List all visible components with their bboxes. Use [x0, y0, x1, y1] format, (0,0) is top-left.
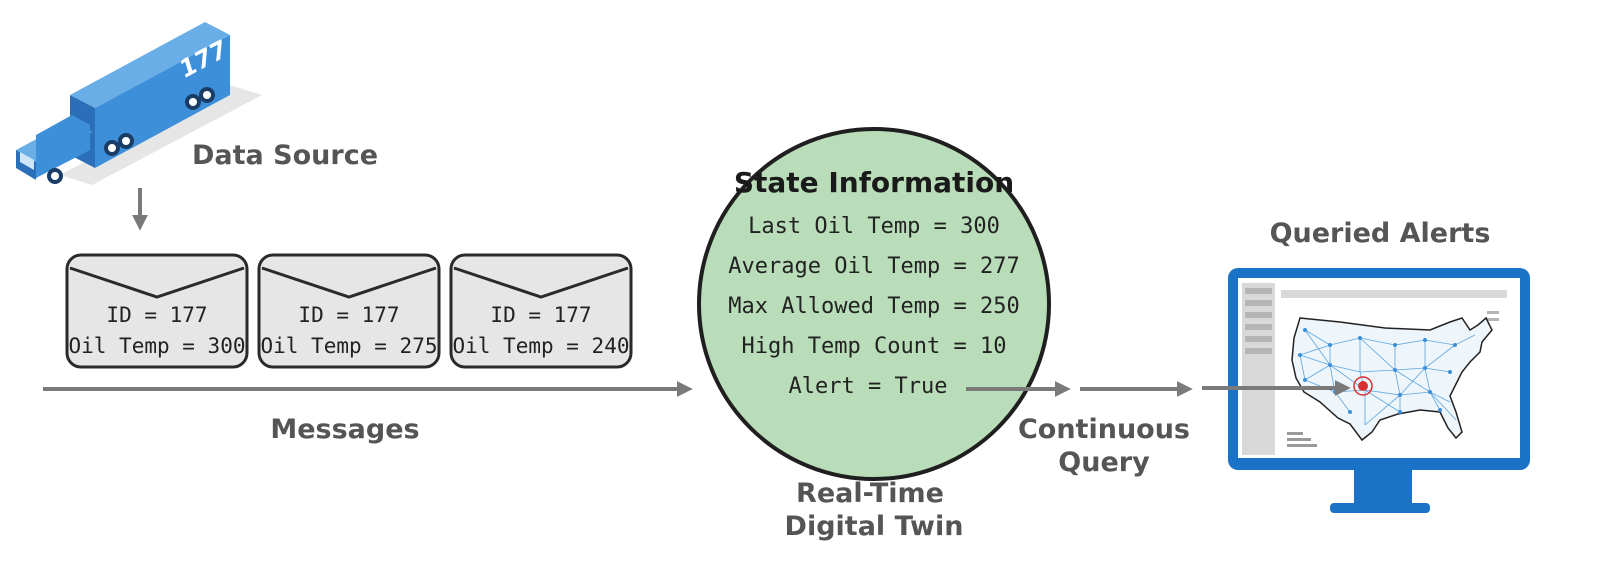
message-envelope: ID = 177 Oil Temp = 300: [65, 253, 249, 369]
message-oil-temp: Oil Temp = 300: [68, 334, 245, 358]
state-line: Last Oil Temp = 300: [748, 214, 1000, 239]
twin-caption-line2: Digital Twin: [785, 511, 964, 542]
truck-icon: 177: [16, 22, 262, 185]
message-envelope: ID = 177 Oil Temp = 275: [257, 253, 441, 369]
query-label-line1: Continuous: [1018, 414, 1190, 445]
monitor-icon: [1228, 268, 1530, 513]
message-oil-temp: Oil Temp = 275: [260, 334, 437, 358]
query-label-line2: Query: [1058, 447, 1150, 478]
message-id: ID = 177: [106, 303, 207, 327]
twin-caption-line1: Real-Time: [796, 478, 944, 509]
alert-marker-icon: [1353, 376, 1373, 396]
state-line: Max Allowed Temp = 250: [728, 294, 1019, 319]
state-line-alert: Alert = True: [789, 374, 948, 399]
state-line: High Temp Count = 10: [742, 334, 1007, 359]
data-source-label: Data Source: [192, 140, 378, 171]
message-id: ID = 177: [298, 303, 399, 327]
queried-alerts-label: Queried Alerts: [1270, 218, 1491, 249]
messages-label: Messages: [270, 414, 419, 445]
message-oil-temp: Oil Temp = 240: [452, 334, 629, 358]
message-id: ID = 177: [490, 303, 591, 327]
digital-twin-circle: [697, 127, 1051, 481]
state-line: Average Oil Temp = 277: [728, 254, 1019, 279]
state-info-title: State Information: [734, 166, 1014, 199]
message-envelope: ID = 177 Oil Temp = 240: [449, 253, 633, 369]
